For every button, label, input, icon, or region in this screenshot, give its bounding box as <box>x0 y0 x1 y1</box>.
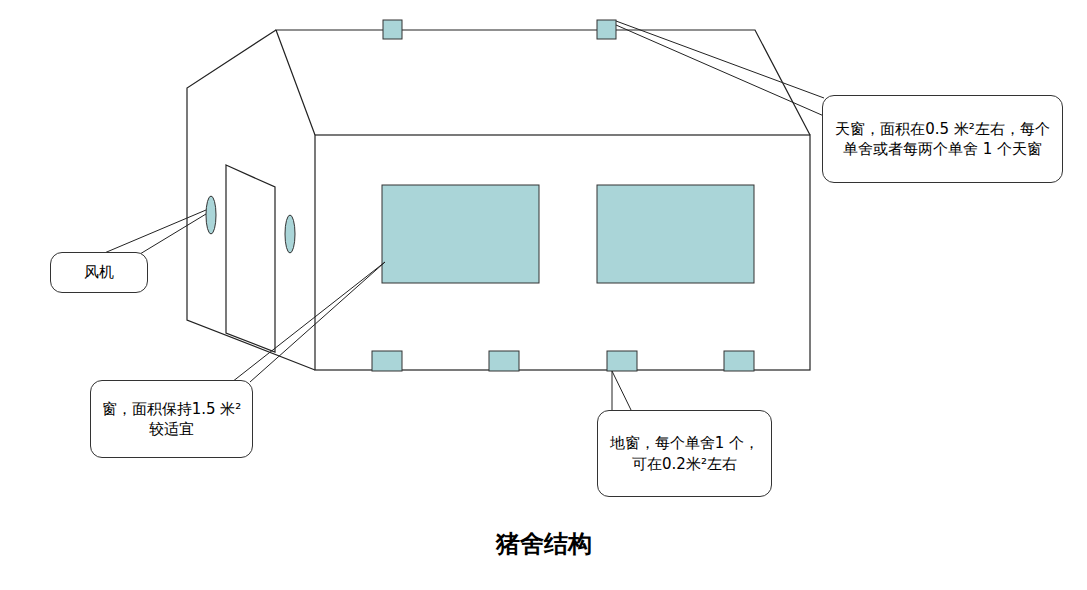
callout-text: 地窗，每个单舍1 个，可在0.2米²左右 <box>608 433 761 474</box>
callout-box: 窗，面积保持1.5 米²较适宜 <box>90 380 253 458</box>
skylight <box>383 20 402 39</box>
fan <box>285 215 295 253</box>
leader-line <box>616 21 824 98</box>
roof <box>276 30 810 135</box>
floor-window <box>724 351 754 371</box>
floor-window <box>607 351 637 371</box>
callout-box: 地窗，每个单舍1 个，可在0.2米²左右 <box>597 410 772 497</box>
skylight <box>597 20 616 39</box>
leader-line <box>232 262 385 382</box>
window <box>597 185 754 283</box>
window <box>382 185 539 283</box>
caption: 猪舍结构 <box>0 528 1087 560</box>
door <box>226 165 275 352</box>
callout-box: 天窗，面积在0.5 米²左右，每个单舍或者每两个单舍 1 个天窗 <box>822 95 1063 183</box>
leader-line <box>616 25 824 116</box>
callout-text: 天窗，面积在0.5 米²左右，每个单舍或者每两个单舍 1 个天窗 <box>833 119 1052 160</box>
floor-window <box>489 351 519 371</box>
front-wall <box>315 135 810 370</box>
leader-line <box>250 262 385 382</box>
leader-line <box>102 210 206 254</box>
floor-window <box>372 351 402 371</box>
caption-text: 猪舍结构 <box>496 530 592 558</box>
fan <box>206 196 216 234</box>
callout-text: 风机 <box>84 262 114 282</box>
callout-box: 风机 <box>50 252 148 293</box>
leader-line <box>612 371 632 412</box>
leader-line <box>140 214 206 254</box>
callout-text: 窗，面积保持1.5 米²较适宜 <box>101 399 242 440</box>
leader-line <box>612 371 613 412</box>
gable-wall <box>187 30 315 370</box>
